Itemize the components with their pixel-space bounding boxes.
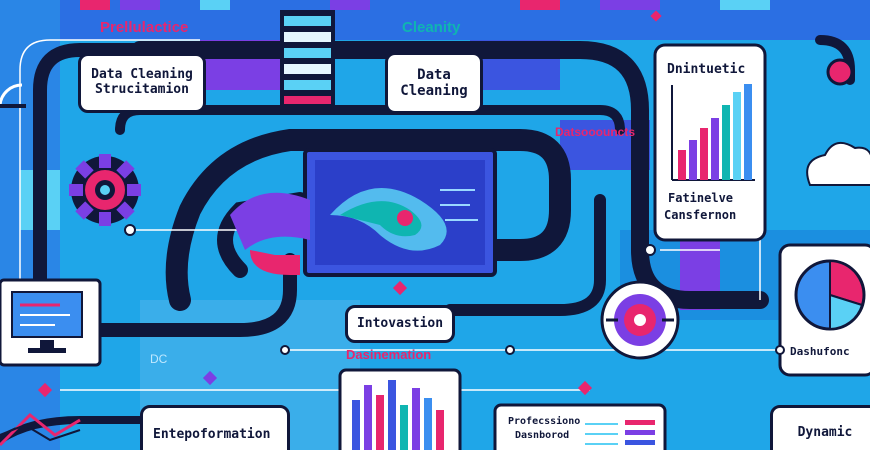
mid-pink-label: Datsooouncts [555, 125, 636, 139]
bottom-left-card-label: Entepoformation [153, 427, 271, 442]
database-stack-icon [280, 10, 335, 110]
card-dynamic: Dynamic [770, 405, 870, 450]
card-right-mid-line1: Fatinelve [668, 191, 734, 205]
right-pie-label: Dashufonc [790, 345, 850, 358]
card-center-line1: Data [417, 66, 451, 83]
card-entepoformation: Entepoformation [140, 405, 290, 450]
card-left-line1: Data Cleaning [91, 67, 193, 83]
card-intovastion: Intovastion [345, 305, 455, 343]
card-right-mid-line2: Cansfernon [664, 208, 737, 222]
card-center-line2: Cleaning [400, 83, 468, 99]
gear-icon [69, 154, 141, 226]
bottom-mid-line1: Profecssiono [508, 416, 581, 427]
bottom-right-card-label: Dynamic [797, 425, 853, 440]
top-color-strip [80, 0, 770, 10]
card-right-top-title: Dnintuetic [667, 62, 746, 77]
target-icon [600, 280, 680, 360]
card-left-line2: Strucitamion [95, 82, 189, 97]
bottom-bar-chart-icon [338, 368, 462, 450]
pie-chart-icon [778, 243, 870, 377]
bottom-mid-line2: Dasnborod [515, 430, 570, 441]
monitor-icon [0, 278, 102, 367]
decorative-nodes [37, 10, 854, 398]
cloud-icon [806, 141, 870, 186]
bar-chart-icon [653, 43, 767, 242]
center-box-label: Intovastion [356, 315, 444, 331]
line-chart-icon [0, 412, 81, 447]
center-pink-label: Dasinemation [346, 347, 432, 362]
card-data-cleaning-structure: Data Cleaning Strucitamion [78, 53, 206, 113]
stacked-bars-icon [493, 403, 667, 450]
center-flow-panel [230, 148, 497, 277]
top-left-banner: Prellulactice [100, 19, 189, 36]
top-center-banner: Cleanity [402, 19, 461, 36]
bottom-left-small: DC [150, 352, 168, 366]
gauge-icon [0, 83, 26, 108]
card-data-cleaning: Data Cleaning [385, 52, 483, 114]
